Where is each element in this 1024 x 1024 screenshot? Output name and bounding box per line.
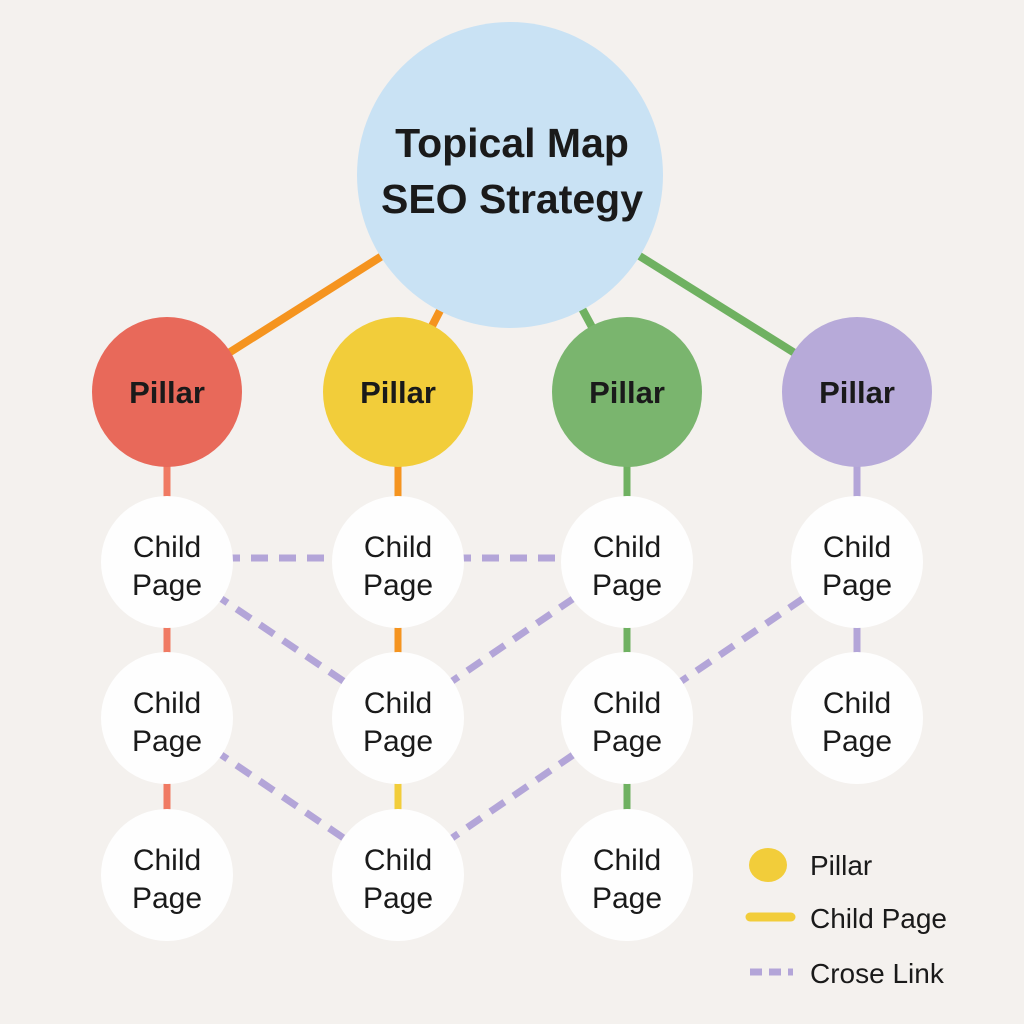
legend: Pillar Child Page Crose Link (745, 848, 947, 989)
child-node-r2c2 (332, 652, 464, 784)
child-node-r3c3 (561, 809, 693, 941)
pillar-node-3 (552, 317, 702, 467)
labels: Topical Map SEO Strategy Pillar Pillar P… (129, 120, 895, 915)
legend-label-child-page: Child Page (810, 903, 947, 934)
pillar-node-1 (92, 317, 242, 467)
hub-title-line2: SEO Strategy (381, 176, 643, 222)
child-label-r3c3-line1: Child (593, 844, 661, 877)
child-label-r3c3-line2: Page (592, 882, 662, 915)
child-node-r3c1 (101, 809, 233, 941)
child-node-r3c2 (332, 809, 464, 941)
child-label-r2c2-line1: Child (364, 687, 432, 720)
child-node-r1c4 (791, 496, 923, 628)
pillar-label-2: Pillar (360, 375, 436, 410)
pillar-label-3: Pillar (589, 375, 665, 410)
child-label-r3c2-line2: Page (363, 882, 433, 915)
child-label-r1c4-line2: Page (822, 569, 892, 602)
child-node-r2c4 (791, 652, 923, 784)
child-label-r2c4-line2: Page (822, 725, 892, 758)
pillar-dot-icon (749, 848, 787, 882)
child-node-r1c1 (101, 496, 233, 628)
child-node-r2c3 (561, 652, 693, 784)
child-label-r1c3-line2: Page (592, 569, 662, 602)
child-label-r1c4-line1: Child (823, 531, 891, 564)
child-label-r3c2-line1: Child (364, 844, 432, 877)
hub-title-line1: Topical Map (395, 120, 629, 166)
child-label-r1c3-line1: Child (593, 531, 661, 564)
child-label-r2c4-line1: Child (823, 687, 891, 720)
child-node-r1c2 (332, 496, 464, 628)
child-label-r3c1-line1: Child (133, 844, 201, 877)
child-node-r2c1 (101, 652, 233, 784)
legend-label-pillar: Pillar (810, 850, 872, 881)
pillar-node-2 (323, 317, 473, 467)
child-label-r1c1-line2: Page (132, 569, 202, 602)
child-label-r2c1-line2: Page (132, 725, 202, 758)
child-label-r1c1-line1: Child (133, 531, 201, 564)
pillar-node-4 (782, 317, 932, 467)
child-label-r1c2-line2: Page (363, 569, 433, 602)
nodes (92, 22, 932, 941)
child-label-r3c1-line2: Page (132, 882, 202, 915)
hub-node (357, 22, 663, 328)
child-label-r2c1-line1: Child (133, 687, 201, 720)
legend-label-cross-link: Crose Link (810, 958, 945, 989)
child-node-r1c3 (561, 496, 693, 628)
child-label-r2c2-line2: Page (363, 725, 433, 758)
child-label-r2c3-line2: Page (592, 725, 662, 758)
pillar-label-1: Pillar (129, 375, 205, 410)
child-label-r2c3-line1: Child (593, 687, 661, 720)
pillar-label-4: Pillar (819, 375, 895, 410)
child-label-r1c2-line1: Child (364, 531, 432, 564)
